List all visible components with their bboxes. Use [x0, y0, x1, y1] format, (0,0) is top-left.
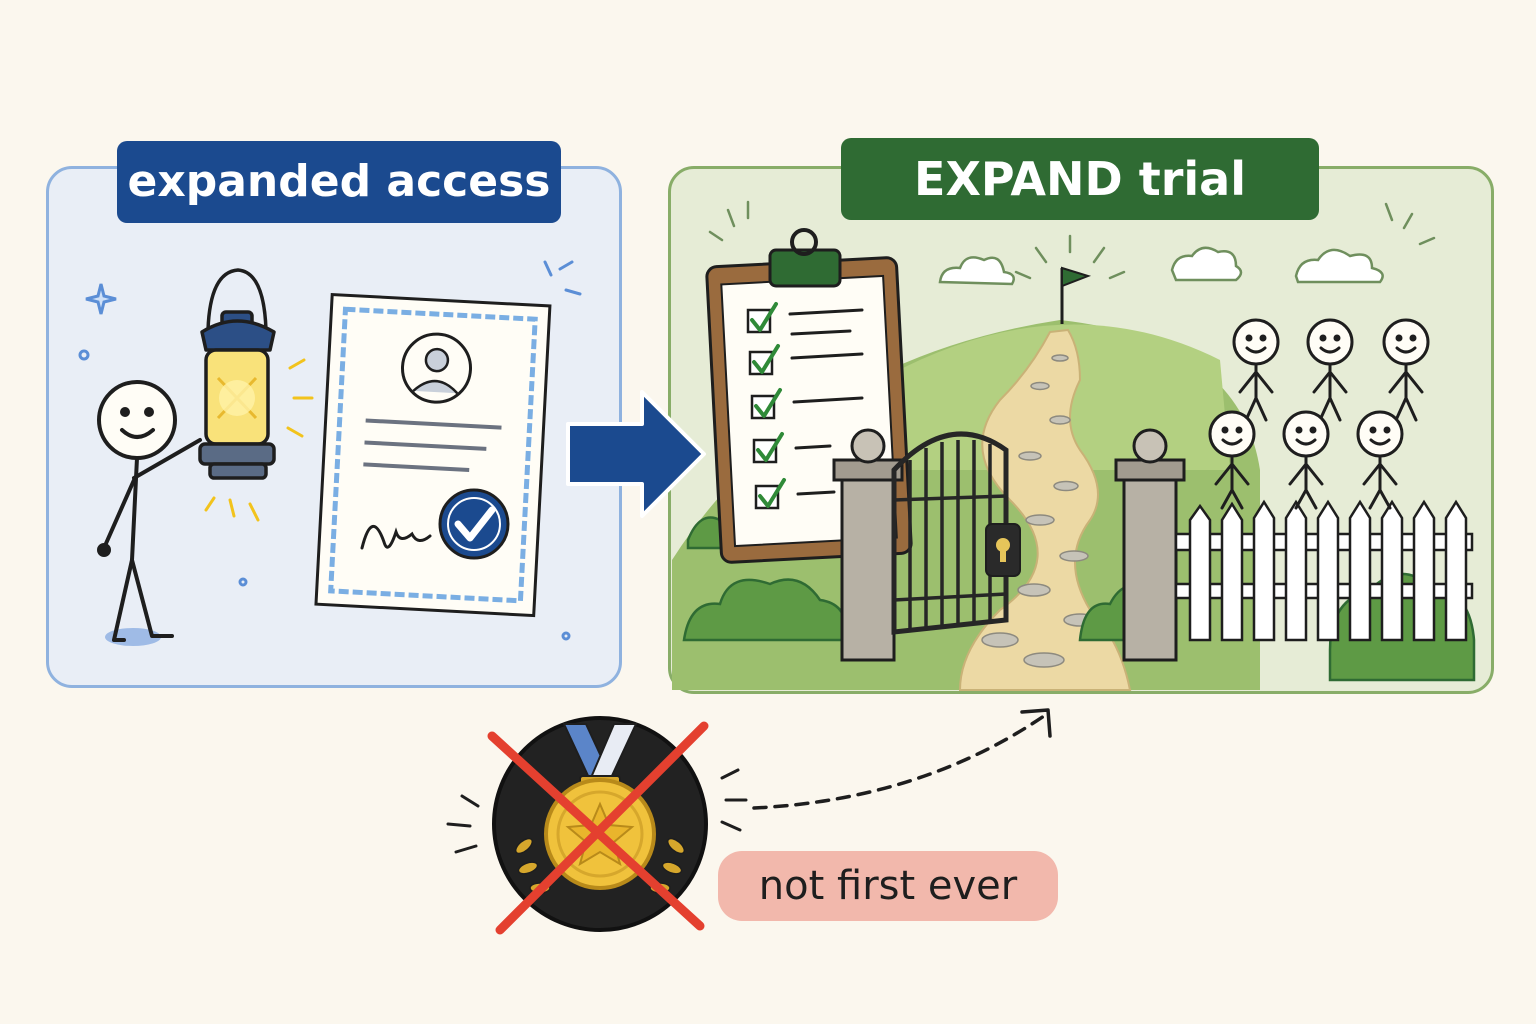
path-icon: [958, 328, 1132, 691]
signature-icon: [360, 525, 432, 550]
keyhole-lock-icon: [985, 523, 1021, 577]
checkmark-badge-icon: [438, 488, 510, 560]
arrow-right-icon: [566, 390, 706, 518]
not-first-ever-label: not first ever: [718, 851, 1058, 921]
stick-figure-icon: [97, 380, 202, 646]
medal-crossed-out-icon: [446, 716, 748, 935]
cloud-icon: [938, 246, 1384, 286]
gate-icon: [832, 428, 1186, 662]
expand-trial-label: EXPAND trial: [841, 138, 1319, 220]
picket-fence-icon: [1174, 499, 1474, 642]
sparkle-icon: [78, 260, 582, 641]
lantern-icon: [198, 268, 276, 480]
smiley-people-icon: [1208, 318, 1430, 510]
expanded-access-label: expanded access: [117, 141, 561, 223]
dashed-curved-arrow-icon: [752, 708, 1052, 810]
certificate-icon: [314, 292, 552, 618]
